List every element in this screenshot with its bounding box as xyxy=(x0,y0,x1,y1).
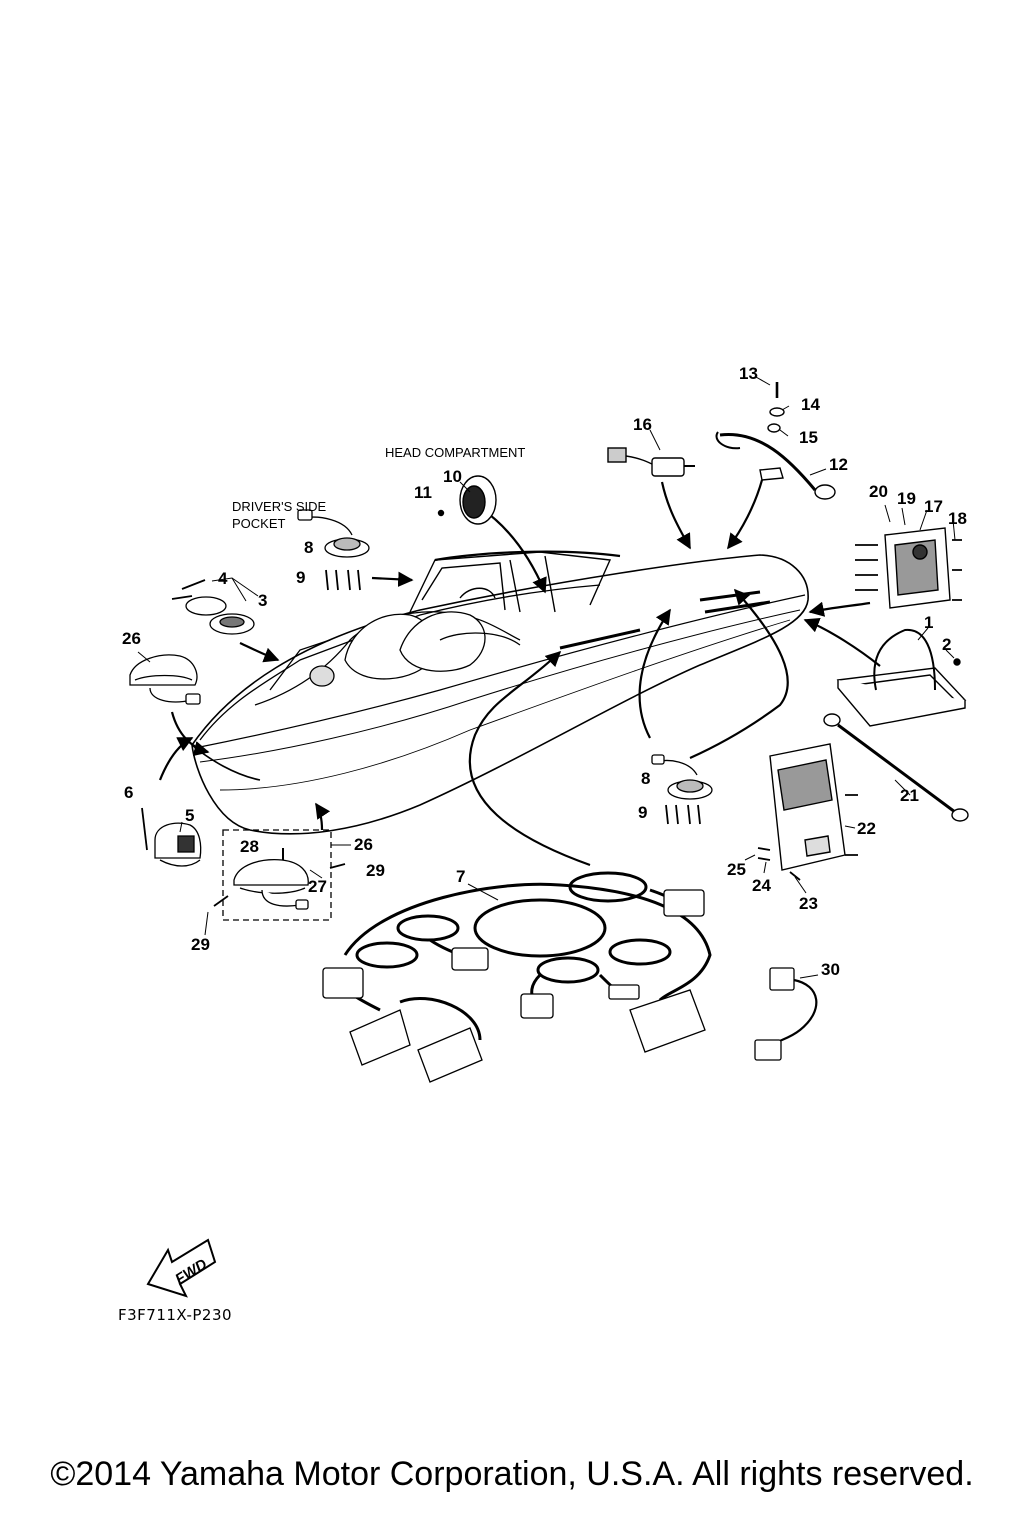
part-label: 17 xyxy=(924,497,943,516)
part-label: 24 xyxy=(752,876,771,895)
part-label: 11 xyxy=(414,483,432,502)
light-part-8-top xyxy=(297,509,370,591)
battery-tray-part-1 xyxy=(836,628,967,727)
boat-deck xyxy=(199,584,601,741)
part-label: 25 xyxy=(727,860,746,879)
forward-direction-arrow: FWD xyxy=(146,1238,217,1298)
sensor-part-16 xyxy=(607,447,695,477)
part-label: 12 xyxy=(829,455,848,474)
part-label: 27 xyxy=(308,877,327,896)
speaker-part-10 xyxy=(437,475,497,525)
copyright-notice: ©2014 Yamaha Motor Corporation, U.S.A. A… xyxy=(50,1455,974,1493)
part-label: 19 xyxy=(897,489,916,508)
part-label: 9 xyxy=(638,803,647,822)
part-label: 5 xyxy=(185,806,194,825)
boat-hull xyxy=(191,554,809,835)
part-label: 9 xyxy=(296,568,305,587)
light-assembly-box xyxy=(213,829,346,921)
part-label: 6 xyxy=(124,783,133,802)
part-label: 29 xyxy=(191,935,210,954)
part-label: 20 xyxy=(869,482,888,501)
part-label: 8 xyxy=(304,538,313,557)
light-part-8-bottom xyxy=(651,754,713,825)
part-label: 23 xyxy=(799,894,818,913)
battery-cable-part-21 xyxy=(823,713,969,822)
part-label: 16 xyxy=(633,415,652,434)
part-label: 10 xyxy=(443,467,462,486)
drivers-side-pocket-label-line1: DRIVER'S SIDE xyxy=(232,499,327,514)
part-number-labels: 1 2 3 4 5 6 7 8 8 9 9 10 11 12 13 14 15 … xyxy=(122,364,967,979)
part-label: 22 xyxy=(857,819,876,838)
light-part-26-top xyxy=(129,654,201,705)
nav-light-part-5 xyxy=(141,807,202,867)
part-label: 30 xyxy=(821,960,840,979)
part-label: 18 xyxy=(948,509,967,528)
ecu-part-22 xyxy=(757,743,858,881)
part-label: 1 xyxy=(924,613,933,632)
drivers-side-pocket-label-line2: POCKET xyxy=(232,516,286,531)
part-label: 13 xyxy=(739,364,758,383)
part-label: 26 xyxy=(354,835,373,854)
part-label: 4 xyxy=(218,569,228,588)
fuse-box-part-17 xyxy=(855,527,962,609)
part-label: 29 xyxy=(366,861,385,880)
jumper-lead-part-30 xyxy=(754,967,818,1061)
part-label: 3 xyxy=(258,591,267,610)
part-label: 2 xyxy=(942,635,951,654)
part-label: 7 xyxy=(456,867,465,886)
harness-connectors xyxy=(322,889,706,1083)
part-label: 28 xyxy=(240,837,259,856)
part-label: 14 xyxy=(801,395,820,414)
cup-holder-part-3 xyxy=(171,579,255,635)
ground-cable-part-12 xyxy=(715,382,836,500)
part-label: 8 xyxy=(641,769,650,788)
leader-lines xyxy=(137,376,956,979)
head-compartment-label: HEAD COMPARTMENT xyxy=(385,445,525,460)
windshield xyxy=(409,550,621,613)
part-label: 15 xyxy=(799,428,818,447)
diagram-code: F3F711X-P230 xyxy=(118,1306,233,1324)
part-label: 26 xyxy=(122,629,141,648)
part-label: 21 xyxy=(900,786,919,805)
